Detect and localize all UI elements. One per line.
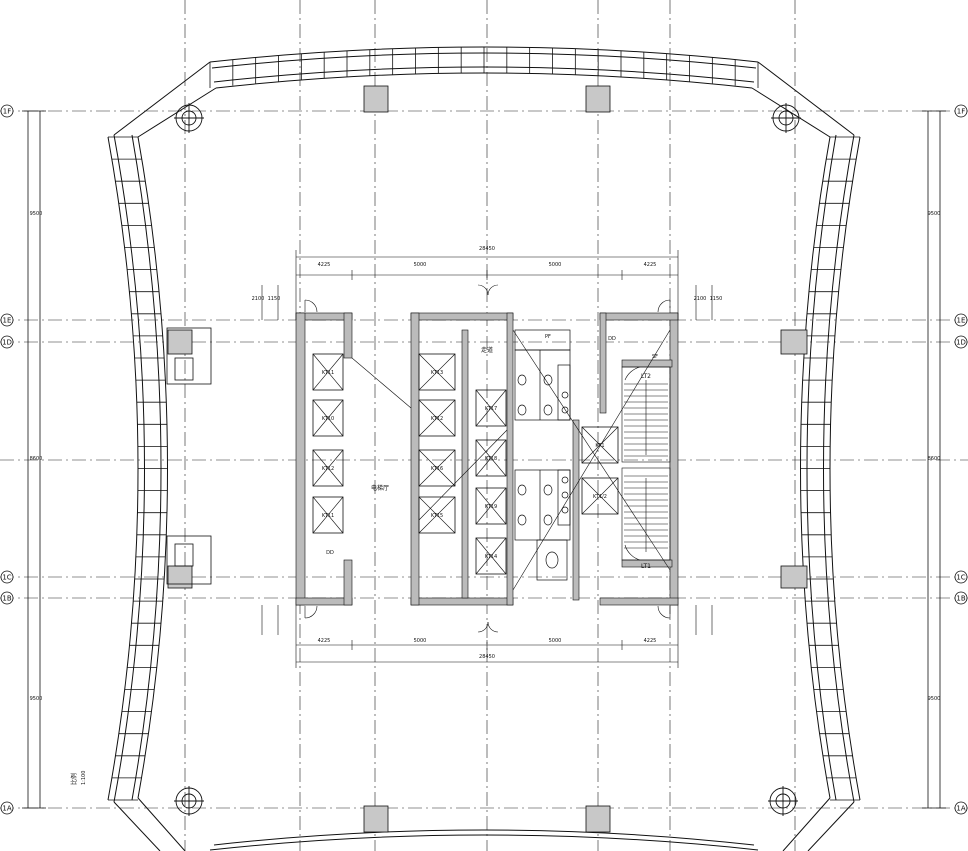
notes: 比例 1:100	[70, 771, 87, 785]
dimension-text: 4225 5000 5000 4225 28450 4225 5000 5000…	[30, 211, 941, 702]
lift-label: KT10	[322, 416, 334, 422]
lift-car: KT11	[312, 353, 344, 391]
lift-label: KT12	[431, 416, 443, 422]
lift-car: KT13	[418, 353, 456, 391]
lift-car: KT16	[418, 449, 456, 487]
room-corridor: 走道	[481, 346, 493, 354]
lift-car: KT18	[475, 439, 507, 477]
lift-car: KT10	[312, 399, 344, 437]
lift-car: KT17	[475, 389, 507, 427]
axis-label: 1D	[2, 339, 12, 347]
axis-label: 1E	[3, 317, 12, 325]
dim-side-left-1: 2100	[252, 296, 265, 302]
dim-core-top-1: 4225	[318, 262, 331, 268]
axis-label: 1A	[956, 805, 965, 813]
dim-core-top-total: 28450	[479, 246, 495, 252]
core-diagonals	[351, 329, 671, 591]
dim-side-right-1: 2100	[694, 296, 707, 302]
dim-core-bottom-2: 5000	[414, 638, 427, 644]
dim-side-right-2: 1150	[710, 296, 723, 302]
core-dimensions-top	[295, 250, 679, 320]
lift-cars: KT11KT10KT12KT11KT13KT12KT16KT15KT17KT18…	[312, 353, 619, 575]
corner-columns	[174, 103, 801, 816]
dim-core-top-4: 4225	[644, 262, 657, 268]
axis-bubbles-right: 1F 1E 1D 1C 1B 1A	[954, 104, 968, 815]
dim-side-left-2: 1150	[268, 296, 281, 302]
lift-car: KT14	[475, 537, 507, 575]
room-stair-lt2: LT2	[641, 373, 651, 380]
toilet-fixtures	[514, 329, 571, 581]
lift-car: KT12	[418, 399, 456, 437]
note-1: 比例	[70, 773, 78, 785]
axis-label: 1D	[956, 339, 966, 347]
shaft-2: SF	[652, 354, 658, 360]
lift-label: KT11	[322, 513, 334, 519]
lift-label: KT14	[485, 554, 497, 560]
dim-core-bottom-1: 4225	[318, 638, 331, 644]
axis-label: 1C	[956, 574, 965, 582]
dim-bay-left-1: 9500	[30, 211, 43, 217]
dim-core-bottom-4: 4225	[644, 638, 657, 644]
axis-label: 1A	[2, 805, 11, 813]
lift-label: KT19	[485, 504, 497, 510]
dim-bay-left-5: 9500	[30, 696, 43, 702]
core-dimensions-bottom	[295, 605, 679, 668]
lift-label: KT11	[322, 370, 334, 376]
shaft-1: DD	[608, 336, 616, 342]
shaft-4: DD	[326, 550, 334, 556]
lift-car: KT19	[475, 487, 507, 525]
stair-lt2	[621, 366, 671, 463]
room-lift-lobby: 电梯厅	[371, 484, 389, 492]
lift-car: KT1/2	[581, 477, 619, 515]
lift-label: KT12	[322, 466, 334, 472]
core-dimensions-side	[261, 285, 713, 635]
lift-label: KT15	[431, 513, 443, 519]
lift-car: KT12	[312, 449, 344, 487]
dim-bay-right-1: 9500	[928, 211, 941, 217]
dim-core-bottom-total: 28450	[479, 654, 495, 660]
axis-label: 1B	[2, 595, 11, 603]
facade-mullions	[108, 47, 860, 801]
columns	[167, 85, 808, 833]
room-stair-lt1: LT1	[641, 563, 651, 570]
room-labels: 电梯厅 走道 LT2 LT1 DD SF PF DD	[326, 334, 658, 570]
lift-label: KT13	[431, 370, 443, 376]
lift-label: KT18	[485, 456, 497, 462]
shaft-3: PF	[545, 334, 551, 340]
note-2: 1:100	[81, 771, 87, 785]
lift-car: KT15	[418, 496, 456, 534]
frame-lines	[22, 110, 946, 809]
stair-lt1	[621, 467, 671, 561]
dim-bay-left-3: 8600	[30, 456, 43, 462]
side-shafts	[166, 327, 212, 585]
outer-facade	[107, 46, 861, 851]
axis-label: 1F	[3, 108, 11, 116]
axis-label: 1C	[2, 574, 11, 582]
dim-bay-right-5: 9500	[928, 696, 941, 702]
axis-bubbles-left: 1F 1E 1D 1C 1B 1A	[0, 104, 14, 815]
lift-label: KT17	[485, 406, 497, 412]
dim-core-bottom-3: 5000	[549, 638, 562, 644]
axis-label: 1E	[957, 317, 966, 325]
axis-label: 1B	[956, 595, 965, 603]
doors	[304, 284, 671, 633]
dim-core-top-2: 5000	[414, 262, 427, 268]
core-walls	[295, 312, 679, 606]
axis-label: 1F	[957, 108, 965, 116]
lift-car: KT11	[312, 496, 344, 534]
lift-label: KT16	[431, 466, 443, 472]
lift-label: KT1/2	[593, 494, 607, 500]
dim-bay-right-3: 8600	[928, 456, 941, 462]
dim-core-top-3: 5000	[549, 262, 562, 268]
